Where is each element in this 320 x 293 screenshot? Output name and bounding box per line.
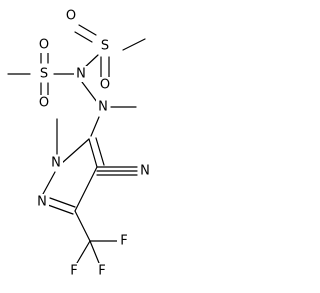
bond-cf3-f-left: [76, 240, 91, 264]
bond-ring-c3-c4: [74, 166, 98, 212]
n-ring-2-mask: [35, 194, 49, 210]
bond-ring-n2-c3-b: [49, 197, 76, 208]
s-left-mask: [37, 66, 51, 82]
f-2-label: F: [120, 234, 127, 249]
o-left-2-label: O: [39, 96, 49, 111]
o-left-1-mask: [37, 37, 51, 53]
n-hydrazine-lower-label: N: [98, 100, 108, 115]
o-top-1-label: O: [66, 9, 76, 24]
bond-ring-n1-n2: [42, 171, 56, 195]
n-ring-1-mask: [49, 155, 63, 171]
o-top-1-mask: [64, 8, 78, 24]
n-hydrazine-upper-label: N: [76, 67, 86, 82]
bond-ring-cf3: [74, 210, 91, 242]
f-3-label: F: [98, 264, 105, 279]
bond-s-top-o1-a: [78, 24, 97, 36]
s-top-label: S: [101, 39, 109, 54]
bond-s-top-o1-b: [74, 31, 93, 43]
n-ring-1-label: N: [51, 156, 61, 171]
bond-ring-c4-c5-a: [88, 138, 98, 168]
f-3-mask: [95, 263, 109, 279]
o-left-2-mask: [37, 95, 51, 111]
f-1-mask: [67, 263, 81, 279]
f-1-label: F: [70, 264, 77, 279]
n-nitrile-mask: [138, 163, 152, 179]
o-top-2-label: O: [100, 78, 110, 93]
s-left-label: S: [40, 67, 48, 82]
bond-layer: [7, 24, 146, 264]
bond-n-upper-n-lower: [81, 81, 98, 103]
bond-s-top-methyl: [122, 38, 146, 51]
n-hydrazine-upper-mask: [74, 66, 88, 82]
bond-ring-c5-n1: [61, 138, 90, 164]
n-hydrazine-lower-mask: [96, 99, 110, 115]
atom-label-layer: S S O O O O N N N N N F F F: [35, 8, 152, 279]
bond-ring-c4-c5-b: [95, 137, 105, 166]
bond-n-lower-ring: [90, 116, 100, 137]
o-top-2-mask: [98, 77, 112, 93]
bond-cf3-f-bottom: [89, 240, 100, 264]
n-ring-2-label: N: [37, 195, 47, 210]
n-nitrile-label: N: [140, 164, 150, 179]
chemical-structure-diagram: S S O O O O N N N N N F F F: [7, 8, 152, 279]
bond-ring-n2-c3-a: [47, 204, 74, 215]
s-top-mask: [98, 38, 112, 54]
f-2-mask: [117, 233, 131, 249]
o-left-1-label: O: [39, 38, 49, 53]
